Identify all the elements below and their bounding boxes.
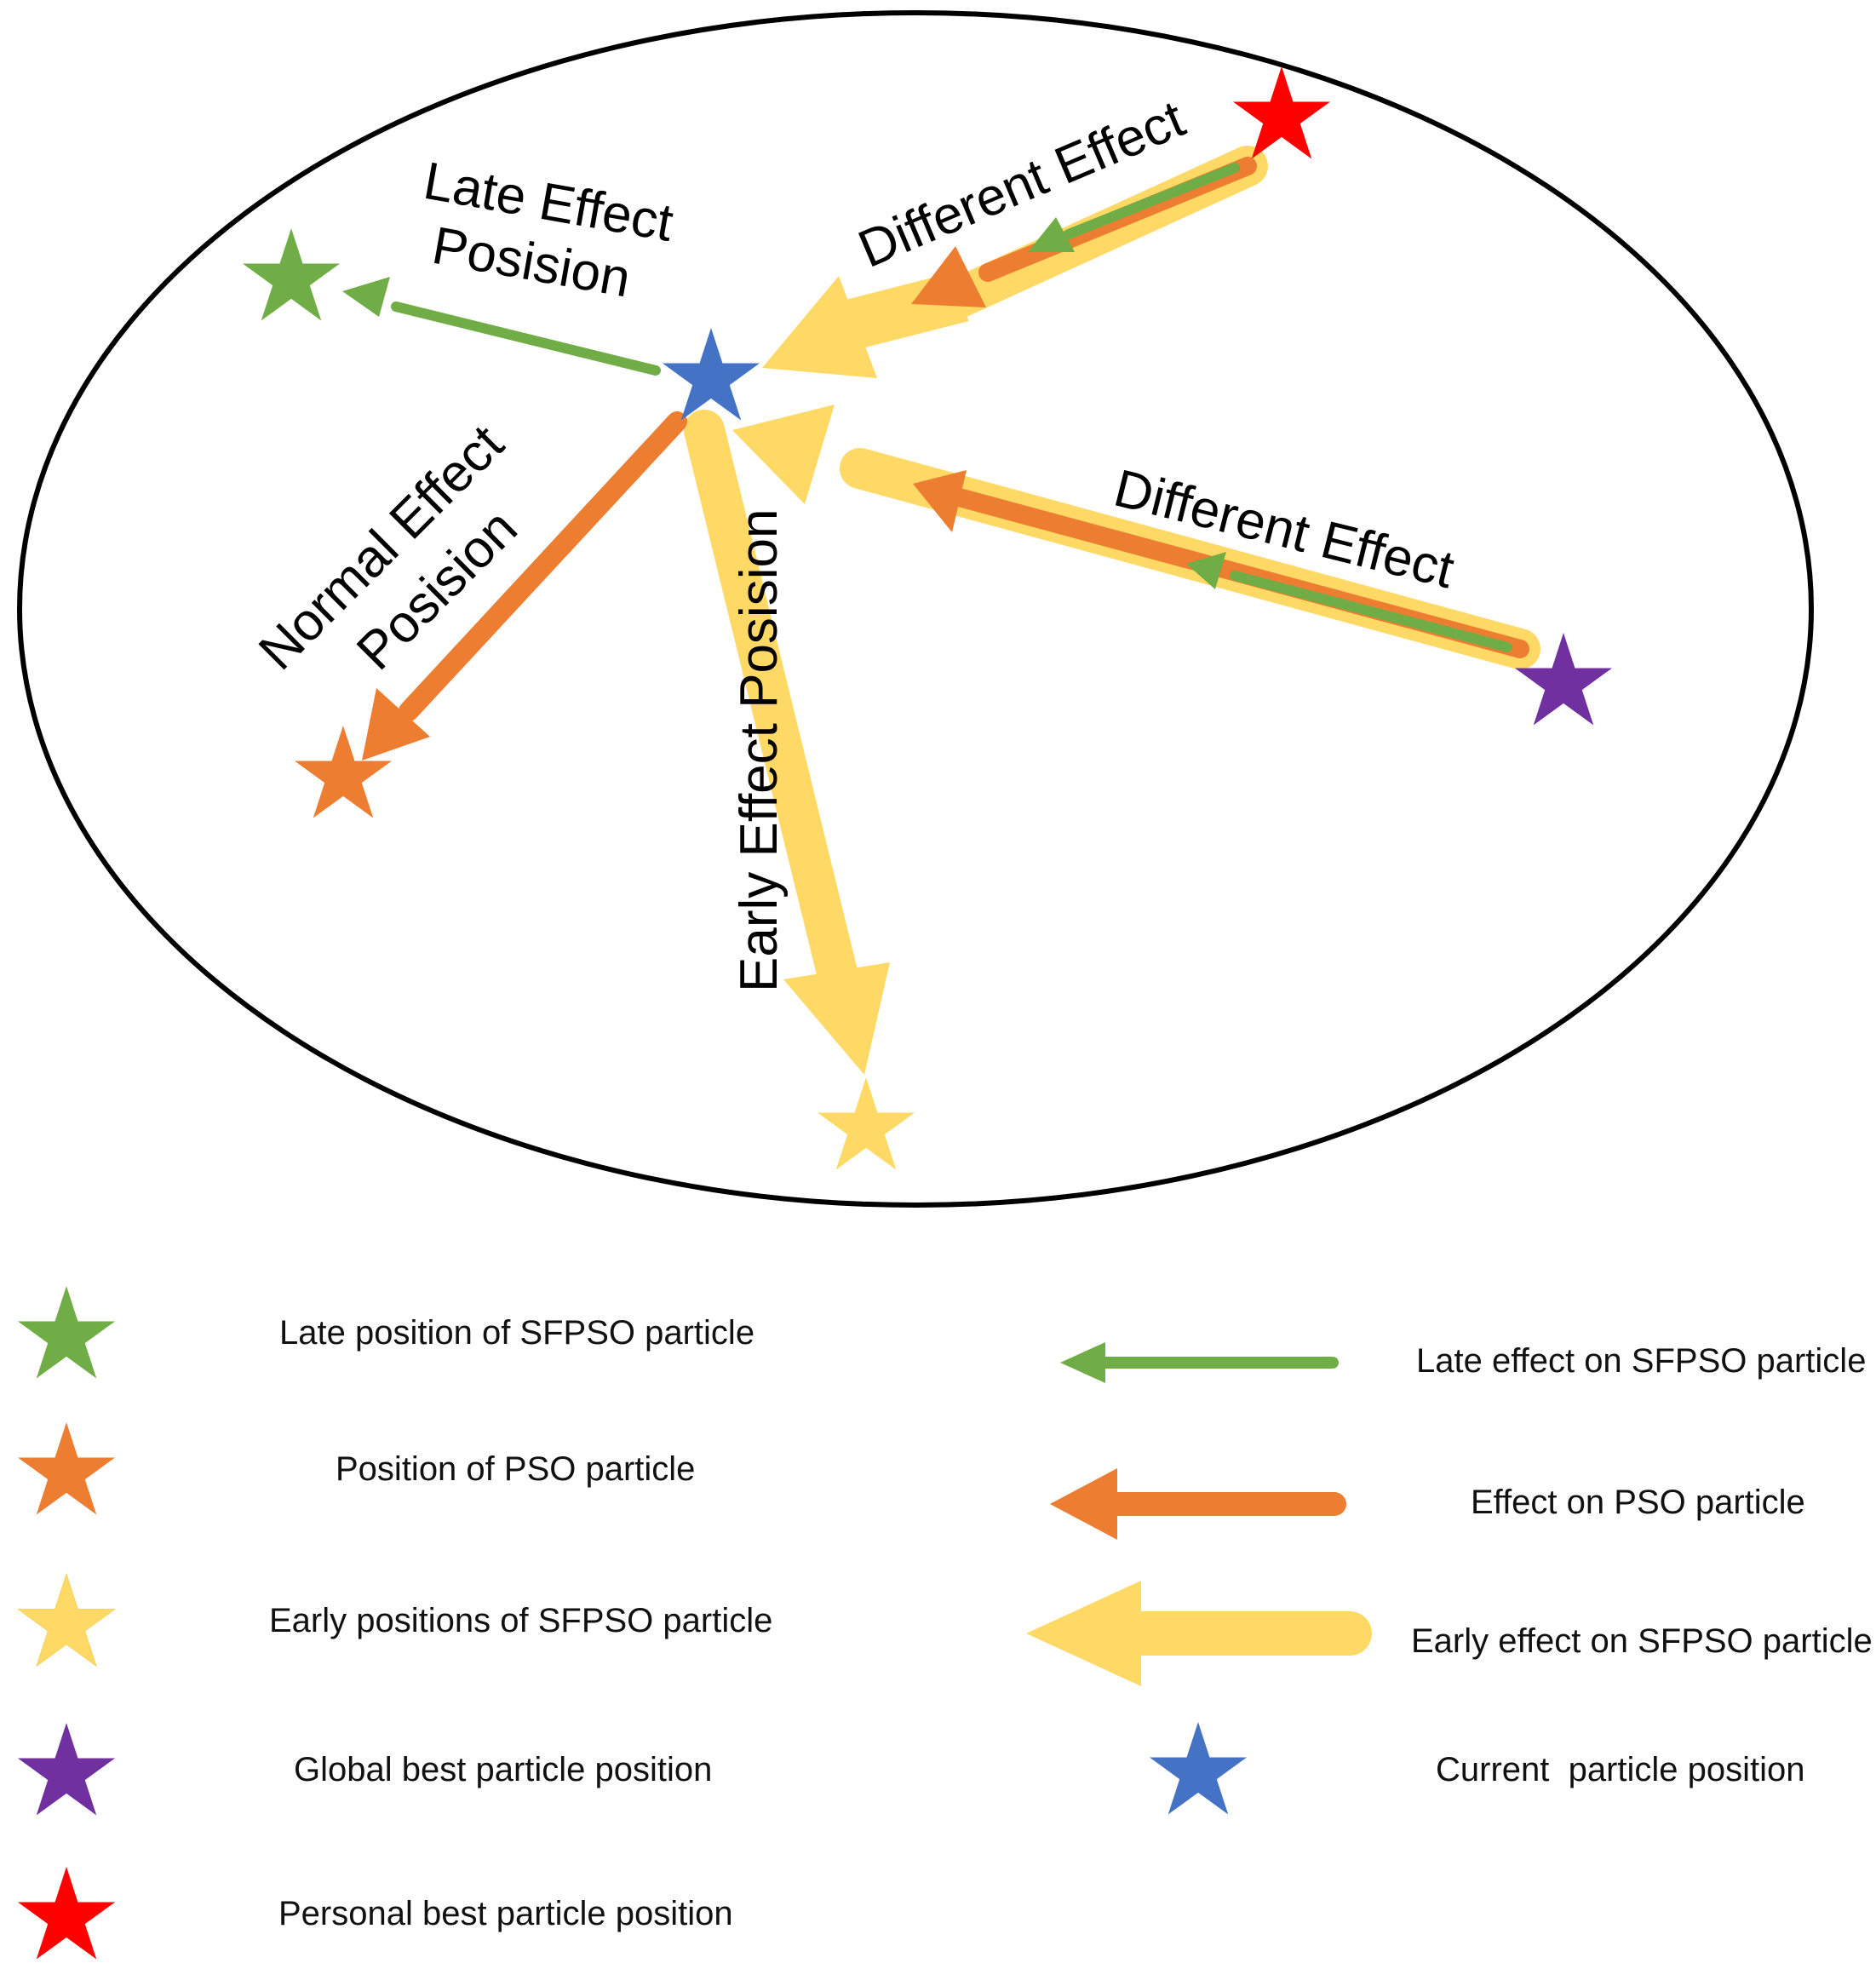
late-effect-arrow (342, 277, 661, 376)
search-space-ellipse (17, 10, 1814, 1208)
legend-stars: Late position of SFPSO particle Position… (18, 1286, 772, 1960)
yellow-arrow-icon (1026, 1581, 1372, 1686)
global-best-effect-arrows (732, 405, 1540, 669)
early-effect-arrow (684, 410, 890, 1075)
normal-effect-arrow (362, 411, 687, 761)
legend-label-late-position: Late position of SFPSO particle (279, 1314, 754, 1352)
legend-label-global-best: Global best particle position (294, 1751, 712, 1788)
orange-star-icon (17, 1422, 116, 1515)
blue-star-icon (1149, 1722, 1248, 1815)
green-arrow-icon (1060, 1342, 1339, 1383)
legend-label-late-effect: Late effect on SFPSO particle (1416, 1342, 1866, 1380)
legend-label-early-positions: Early positions of SFPSO particle (269, 1602, 772, 1639)
early-effect-label: Early Effect Posision (730, 509, 789, 992)
personal-best-effect-arrows (762, 146, 1268, 378)
legend-label-early-effect: Early effect on SFPSO particle (1411, 1622, 1873, 1660)
legend-label-pso-position: Position of PSO particle (336, 1450, 695, 1488)
green-star-icon (17, 1286, 116, 1379)
yellow-star-icon (18, 1574, 115, 1667)
purple-star-icon (17, 1723, 116, 1816)
red-star-icon (17, 1867, 116, 1960)
legend-label-current-position: Current particle position (1436, 1751, 1805, 1788)
legend-arrows: Late effect on SFPSO particle Effect on … (1026, 1342, 1873, 1815)
legend-label-personal-best: Personal best particle position (278, 1895, 733, 1932)
legend-label-pso-effect: Effect on PSO particle (1471, 1484, 1805, 1521)
orange-arrow-icon (1050, 1468, 1346, 1540)
